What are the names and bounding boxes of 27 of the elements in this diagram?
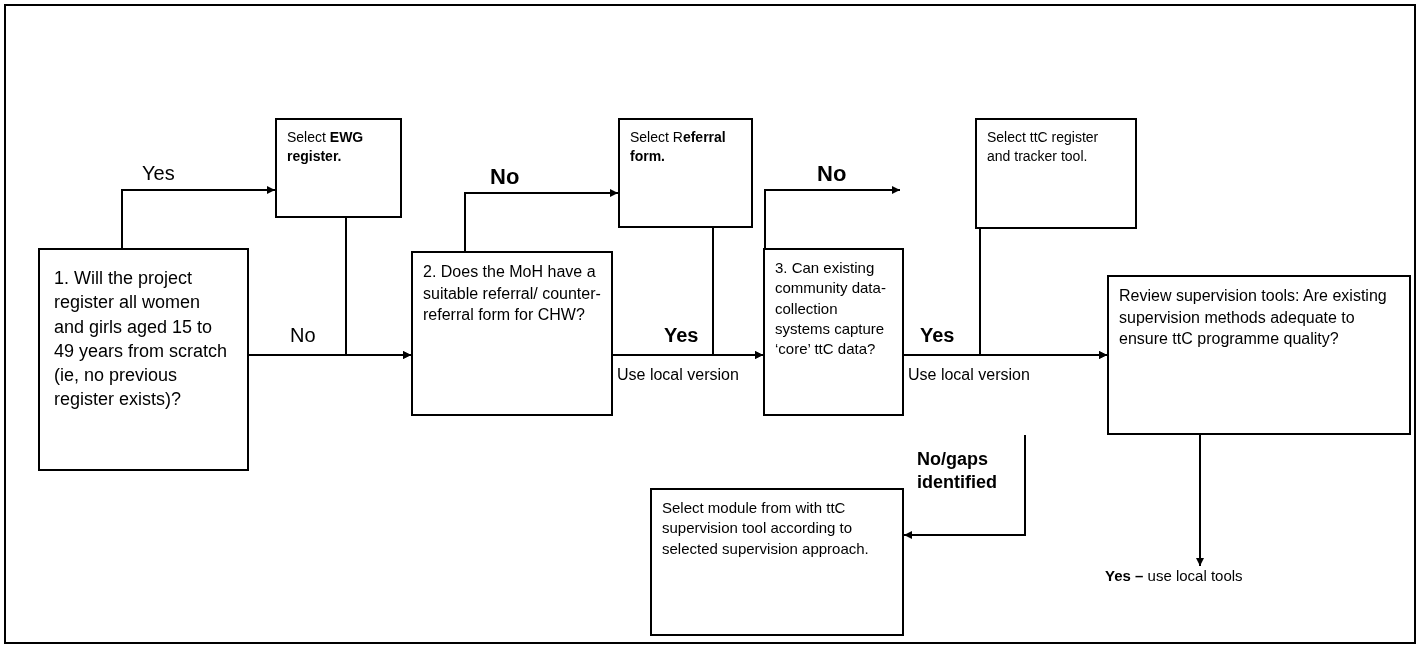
process-box xyxy=(38,248,249,471)
process-box xyxy=(275,118,402,218)
node-text: Select EWG register. xyxy=(287,128,365,166)
arrow xyxy=(712,227,764,359)
node-text: 1. Will the project register all women and girls aged 15 to 49 years from scratch (ie, no previous register exists)? xyxy=(54,267,229,412)
node-text: 3. Can existing community data-collection systems capture ‘core’ ttC data? xyxy=(775,258,887,359)
node-text: 2. Does the MoH have a suitable referral/ counter-referral form for CHW? xyxy=(423,262,601,326)
process-box xyxy=(618,118,753,228)
answer-text: Yes – use local tools xyxy=(1105,566,1335,592)
node-text: Select Referral form. xyxy=(630,128,727,166)
process-box xyxy=(1107,275,1411,435)
note-text: Use local version xyxy=(908,365,1031,385)
process-box xyxy=(763,248,904,416)
process-box xyxy=(975,118,1137,229)
arrow xyxy=(464,189,619,252)
arrow xyxy=(1196,434,1204,567)
arrow xyxy=(764,186,901,249)
node-text: Review supervision tools: Are existing supervision methods adequate to ensure ttC programme quality? xyxy=(1119,286,1388,350)
note-text: Use local version xyxy=(617,365,740,385)
process-box xyxy=(411,251,613,416)
node-text: Select module from with ttC supervision tool according to selected supervision approach. xyxy=(662,498,870,559)
arrow xyxy=(979,228,1108,359)
arrow xyxy=(903,434,1026,539)
arrow xyxy=(345,217,412,359)
process-box xyxy=(650,488,904,636)
arrow xyxy=(121,186,276,249)
node-text: Select ttC register and tracker tool. xyxy=(987,128,1100,166)
